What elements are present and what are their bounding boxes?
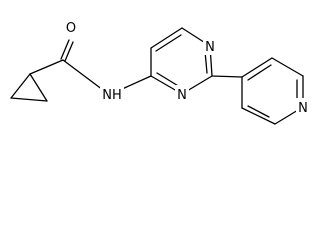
bond-ring — [10, 97, 48, 102]
bond-double-b — [64, 41, 74, 62]
bond-double-a — [60, 39, 70, 60]
bond-ring — [29, 73, 48, 102]
pyrimidine-n1-label: N — [177, 88, 187, 103]
bond-single — [119, 75, 152, 91]
chemical-structure: O NH N N N — [10, 18, 310, 125]
pyridine-ring — [241, 57, 304, 125]
bond-single — [271, 57, 304, 77]
bond-double — [156, 72, 181, 88]
pyridine-n-label: N — [298, 101, 308, 116]
biaryl-link — [211, 75, 243, 78]
amide-nh-label: NH — [102, 88, 122, 103]
atom-labels: O NH N N N — [63, 18, 310, 116]
bond-single — [29, 59, 64, 75]
carbonyl-oxygen-label: O — [66, 21, 76, 36]
bond-single — [150, 27, 183, 49]
bond-ring — [10, 73, 31, 99]
pyrimidine-n3-label: N — [205, 40, 215, 55]
bond-single — [62, 59, 104, 91]
pyrimidine-ring — [150, 27, 213, 95]
bond-double — [155, 34, 182, 52]
bond-double — [247, 105, 270, 118]
bond-single — [241, 57, 273, 78]
cyclopropane-ring — [10, 73, 48, 102]
amide-group — [29, 39, 152, 91]
bond-double — [247, 64, 272, 81]
bond-single — [211, 75, 243, 78]
bond-single — [241, 107, 276, 125]
